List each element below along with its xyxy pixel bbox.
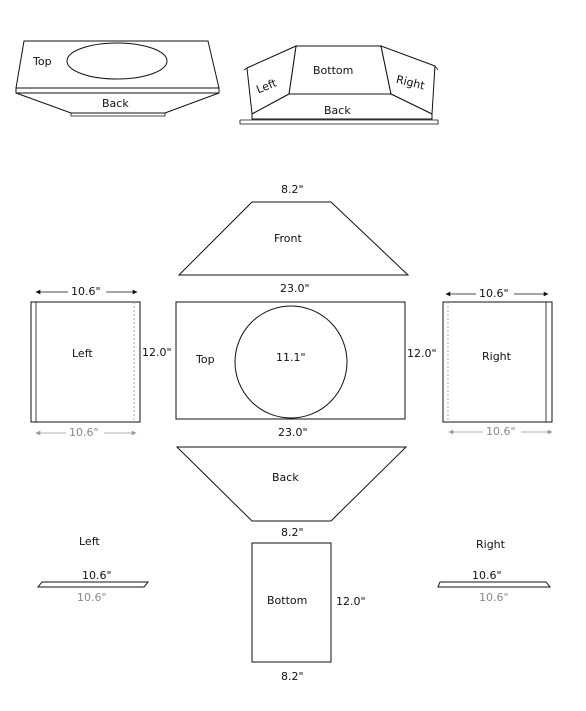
top-panel: Top 11.1" 12.0" 12.0" 23.0" <box>142 301 437 439</box>
right-bottom-dim: 10.6" <box>486 425 516 438</box>
right-edge-top-dim: 10.6" <box>472 569 502 582</box>
back-bottom-dim: 8.2" <box>281 526 304 539</box>
iso-top-label: Top <box>32 55 52 68</box>
iso-back-face-2 <box>251 93 433 120</box>
left-panel: 10.6" Left 10.6" <box>30 285 141 439</box>
left-top-dim: 10.6" <box>71 285 101 298</box>
left-bottom-dim: 10.6" <box>69 426 99 439</box>
bottom-height-dim: 12.0" <box>336 595 366 608</box>
right-top-dim: 10.6" <box>479 287 509 300</box>
bottom-label: Bottom <box>267 594 307 607</box>
left-label: Left <box>72 347 93 360</box>
front-label: Front <box>274 232 303 245</box>
top-bottom-dim: 23.0" <box>278 426 308 439</box>
speaker-hole <box>234 305 348 419</box>
iso-back-label: Back <box>102 97 129 110</box>
right-edge-view: Right 10.6" 10.6" <box>437 538 552 604</box>
front-top-dim: 8.2" <box>281 183 304 196</box>
bottom-panel: Bottom 12.0" 8.2" <box>251 542 366 683</box>
left-edge-top-dim: 10.6" <box>82 569 112 582</box>
iso-hole <box>66 42 168 80</box>
iso-back-label-2: Back <box>324 104 351 117</box>
hole-dim: 11.1" <box>276 351 306 364</box>
left-edge-view: Left 10.6" 10.6" <box>36 535 150 604</box>
front-bottom-dim: 23.0" <box>280 282 310 295</box>
top-left-height: 12.0" <box>142 346 172 359</box>
top-label: Top <box>195 353 215 366</box>
iso-top-edge <box>15 87 220 94</box>
right-edge-label: Right <box>476 538 506 551</box>
top-right-height: 12.0" <box>407 347 437 360</box>
right-panel: 10.6" Right 10.6" <box>442 287 553 438</box>
iso-bottom-label: Bottom <box>313 64 353 77</box>
bottom-bottom-dim: 8.2" <box>281 670 304 683</box>
right-label: Right <box>482 350 512 363</box>
right-edge-bottom-dim: 10.6" <box>479 591 509 604</box>
back-panel: Back 8.2" <box>175 446 408 539</box>
iso-top-view: Top Back <box>15 40 220 117</box>
left-edge-bottom-dim: 10.6" <box>77 591 107 604</box>
left-edge-label: Left <box>79 535 100 548</box>
back-label: Back <box>272 471 299 484</box>
iso-bottom-view: Bottom Left Right Back <box>239 45 439 125</box>
front-panel: 8.2" Front 23.0" <box>177 183 410 295</box>
